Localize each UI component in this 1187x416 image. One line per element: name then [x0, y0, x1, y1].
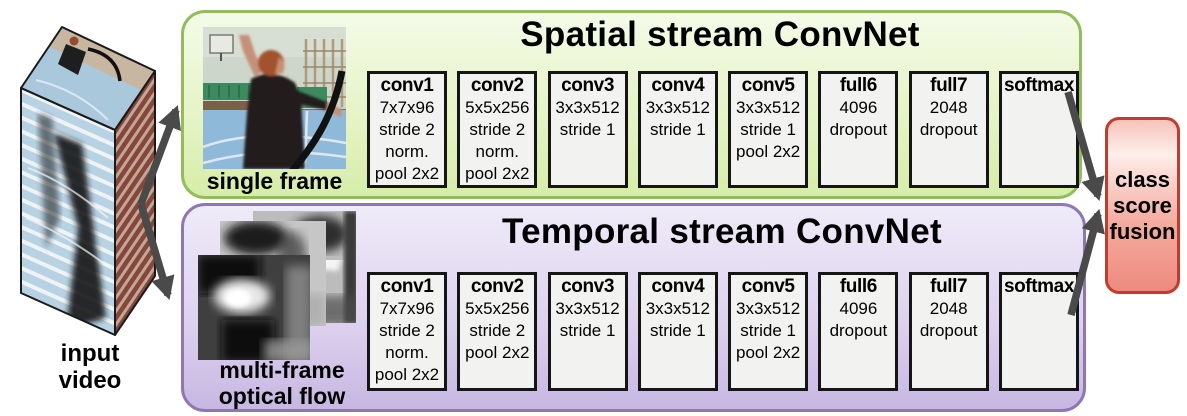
- spatial-layer-conv2: conv2 5x5x256 stride 2 norm. pool 2x2: [457, 71, 538, 188]
- spatial-layer-full6: full6 4096 dropout: [818, 71, 899, 188]
- spatial-stream-panel: Spatial stream ConvNet: [181, 10, 1082, 199]
- temporal-layer-conv3: conv3 3x3x512 stride 1: [547, 272, 628, 391]
- input-video-label-line1: input: [60, 340, 120, 367]
- optical-flow-label: multi-frame optical flow: [196, 357, 368, 409]
- temporal-layer-conv2: conv2 5x5x256 stride 2 pool 2x2: [457, 272, 538, 391]
- single-frame-label: single frame: [206, 168, 343, 194]
- fusion-label-line3: fusion: [1109, 218, 1176, 244]
- temporal-layer-conv4: conv4 3x3x512 stride 1: [637, 272, 718, 391]
- temporal-layer-full6: full6 4096 dropout: [818, 272, 899, 391]
- spatial-stream-title: Spatial stream ConvNet: [520, 15, 920, 54]
- single-frame-illustration: [203, 27, 346, 169]
- fusion-label-line1: class: [1114, 166, 1171, 192]
- temporal-layer-row: conv1 7x7x96 stride 2 norm. pool 2x2 con…: [367, 272, 1079, 391]
- fusion-label-line2: score: [1113, 192, 1172, 218]
- class-score-fusion-box: class score fusion: [1105, 117, 1180, 294]
- input-video-label: input video: [30, 340, 150, 394]
- input-video-label-line2: video: [58, 367, 122, 394]
- spatial-layer-conv1: conv1 7x7x96 stride 2 norm. pool 2x2: [367, 71, 447, 188]
- optical-flow-label-line2: optical flow: [218, 383, 346, 409]
- temporal-stream-title: Temporal stream ConvNet: [502, 212, 942, 251]
- spatial-layer-conv4: conv4 3x3x512 stride 1: [637, 71, 718, 188]
- optical-flow-label-line1: multi-frame: [219, 357, 345, 383]
- temporal-layer-softmax: softmax: [998, 272, 1079, 391]
- spatial-layer-softmax: softmax: [998, 71, 1079, 188]
- spatial-layer-full7: full7 2048 dropout: [908, 71, 989, 188]
- temporal-stream-panel: Temporal stream ConvNet: [181, 203, 1086, 412]
- temporal-layer-conv1: conv1 7x7x96 stride 2 norm. pool 2x2: [367, 272, 447, 391]
- temporal-layer-conv5: conv5 3x3x512 stride 1 pool 2x2: [728, 272, 809, 391]
- input-video-stack-illustration: [20, 26, 156, 336]
- spatial-layer-conv5: conv5 3x3x512 stride 1 pool 2x2: [728, 71, 809, 188]
- optical-flow-illustration: [198, 211, 356, 360]
- temporal-layer-full7: full7 2048 dropout: [908, 272, 989, 391]
- spatial-layer-conv3: conv3 3x3x512 stride 1: [547, 71, 628, 188]
- spatial-layer-row: conv1 7x7x96 stride 2 norm. pool 2x2 con…: [367, 71, 1079, 188]
